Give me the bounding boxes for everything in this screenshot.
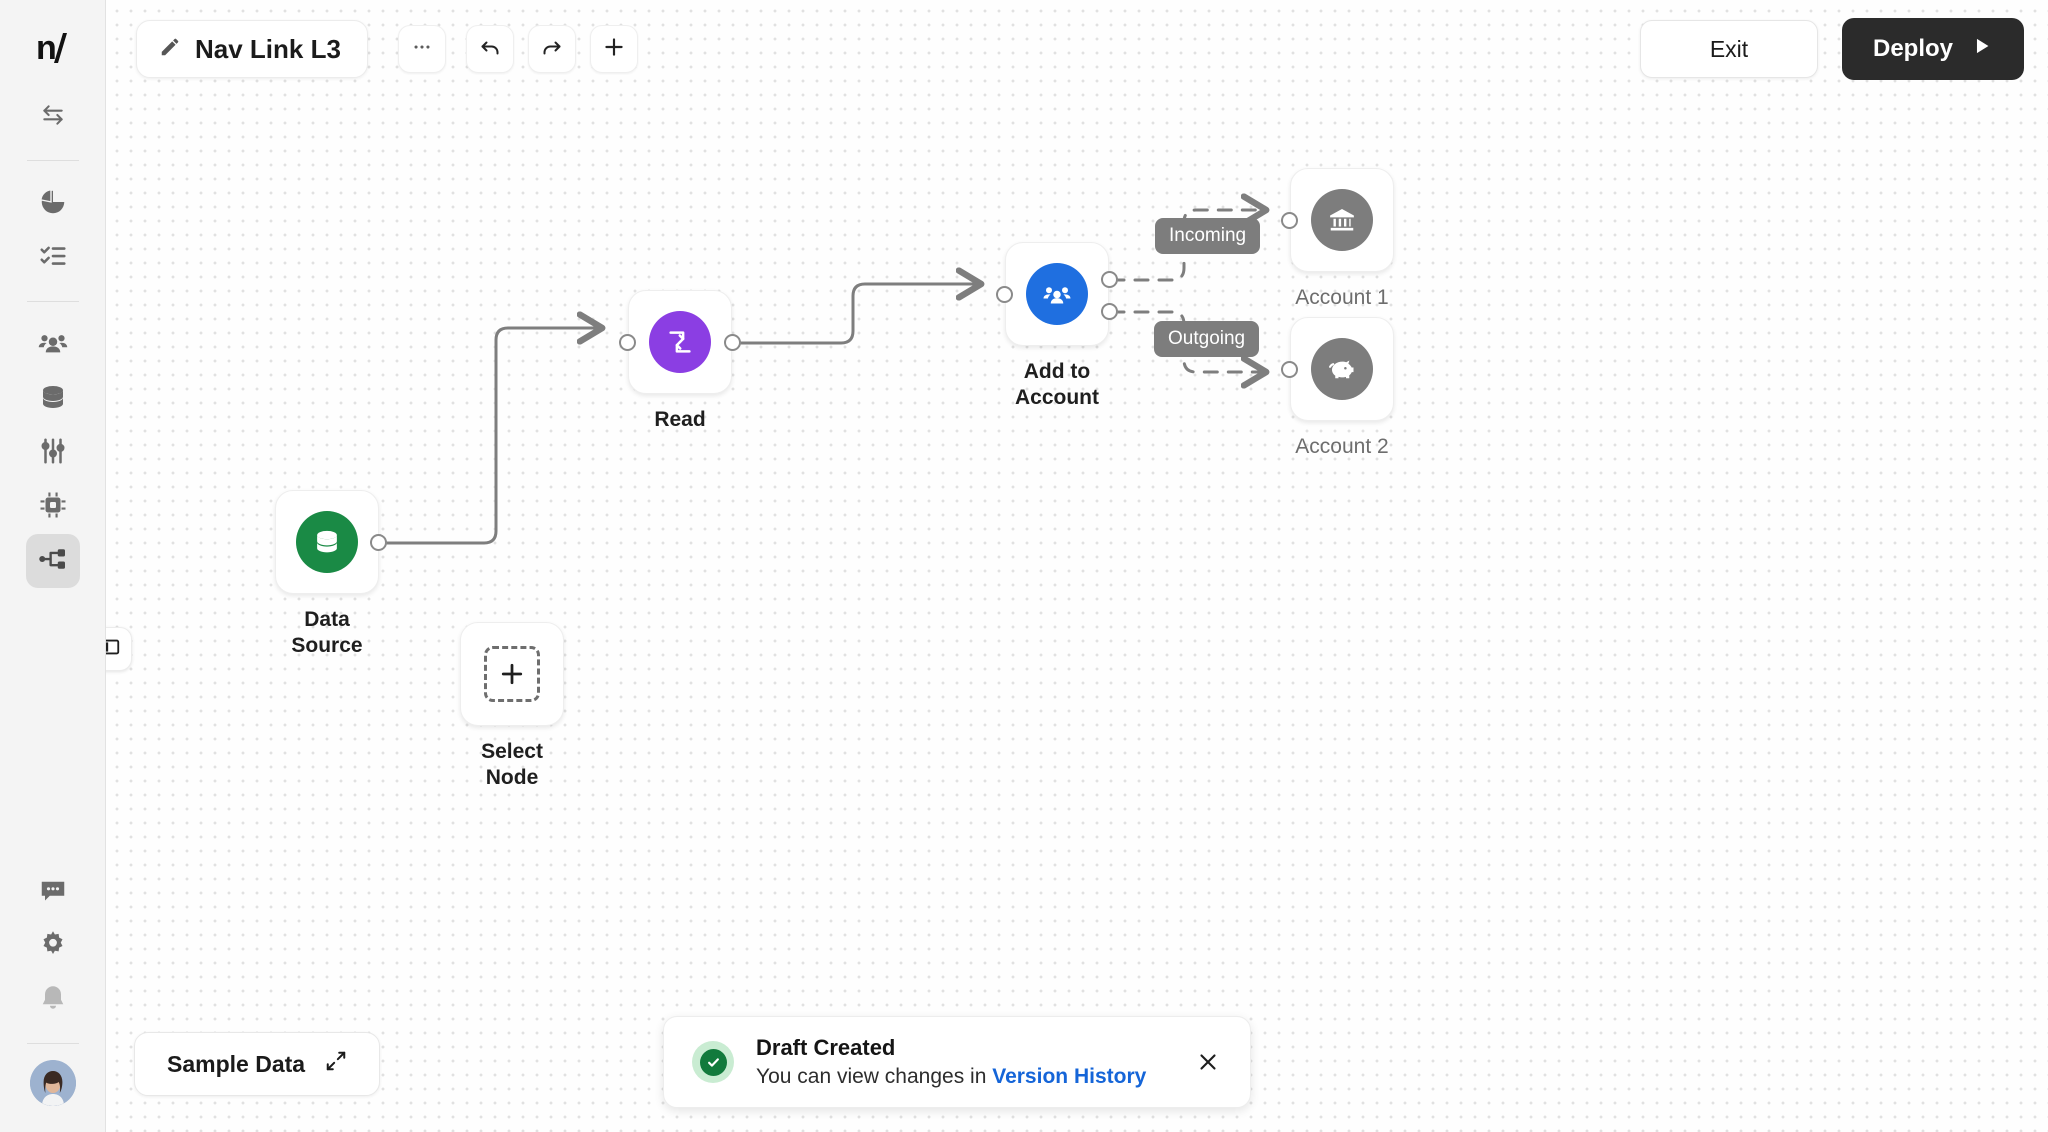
- sidebar-item-preferences[interactable]: [26, 919, 80, 973]
- more-options-button[interactable]: [397, 25, 446, 73]
- toast-notification: Draft Created You can view changes in Ve…: [663, 1016, 1251, 1108]
- toast-title: Draft Created: [756, 1035, 896, 1060]
- node-account-2-input-port[interactable]: [1281, 361, 1298, 378]
- chip-icon: [38, 490, 68, 525]
- sidebar-item-contacts[interactable]: [26, 318, 80, 372]
- page-title: Nav Link L3: [195, 33, 341, 64]
- sample-data-label: Sample Data: [167, 1050, 306, 1077]
- node-read-output-port[interactable]: [724, 334, 741, 351]
- top-toolbar: Nav Link L3: [106, 0, 2048, 98]
- app-logo[interactable]: n: [26, 22, 80, 76]
- deploy-button[interactable]: Deploy: [1842, 18, 2024, 80]
- avatar[interactable]: [29, 1060, 76, 1106]
- gear-icon: [38, 929, 68, 964]
- pie-chart-icon: [38, 187, 68, 222]
- chat-bubble-icon: [38, 875, 68, 910]
- sliders-icon: [38, 436, 68, 471]
- sample-data-button[interactable]: Sample Data: [134, 1032, 381, 1096]
- version-history-link[interactable]: Version History: [992, 1065, 1147, 1088]
- node-add-to-account-output-port-outgoing[interactable]: [1101, 303, 1118, 320]
- node-account-1[interactable]: Account 1: [1281, 168, 1417, 311]
- workflow-icon: [38, 544, 68, 579]
- plus-dashed-icon: [484, 646, 540, 702]
- node-add-to-account-card[interactable]: [1005, 242, 1109, 346]
- node-add-to-account-output-port-incoming[interactable]: [1101, 271, 1118, 288]
- node-data-source-card[interactable]: [275, 490, 379, 594]
- node-select-node-card[interactable]: [460, 622, 564, 726]
- edge-label-incoming: Incoming: [1155, 218, 1261, 254]
- check-circle-icon: [692, 1041, 734, 1083]
- toast-body: Draft Created You can view changes in Ve…: [756, 1035, 1168, 1089]
- add-node-button[interactable]: [589, 25, 638, 73]
- database-icon: [38, 382, 68, 417]
- sidebar-item-automation[interactable]: [26, 480, 80, 534]
- redo-button[interactable]: [527, 25, 576, 73]
- sidebar-item-tasks[interactable]: [26, 231, 80, 285]
- rail-divider-2: [26, 301, 79, 302]
- sidebar-item-data[interactable]: [26, 372, 80, 426]
- edge-label-outgoing: Outgoing: [1154, 321, 1260, 357]
- sync-arrows-icon: [649, 311, 711, 373]
- play-icon: [1971, 35, 1993, 64]
- checklist-icon: [38, 241, 68, 276]
- people-icon: [1026, 263, 1088, 325]
- bell-icon: [38, 983, 68, 1018]
- database-icon: [296, 511, 358, 573]
- panel-toggle-icon: [106, 636, 121, 663]
- deploy-button-label: Deploy: [1872, 35, 1953, 62]
- toast-message-prefix: You can view changes in: [756, 1065, 993, 1088]
- redo-icon: [540, 35, 564, 64]
- node-read[interactable]: Read: [619, 290, 755, 433]
- node-read-input-port[interactable]: [619, 334, 636, 351]
- toast-message: You can view changes in Version History: [756, 1065, 1168, 1089]
- expand-diagonal-icon: [325, 1050, 347, 1078]
- left-rail: n: [0, 0, 106, 1132]
- people-icon: [38, 328, 68, 363]
- node-account-1-input-port[interactable]: [1281, 212, 1298, 229]
- plus-icon: [601, 34, 627, 65]
- transfer-arrows-icon: [40, 102, 66, 133]
- node-read-label: Read: [654, 408, 706, 431]
- pencil-icon: [159, 36, 181, 63]
- undo-icon: [478, 35, 502, 64]
- sidebar-item-workflows[interactable]: [25, 534, 80, 588]
- sidebar-item-messages[interactable]: [26, 865, 80, 919]
- ellipsis-icon: [411, 36, 433, 63]
- sidebar-item-transfer[interactable]: [26, 90, 80, 144]
- sidebar-item-notifications[interactable]: [26, 973, 80, 1027]
- workflow-title-chip[interactable]: Nav Link L3: [136, 20, 368, 78]
- bank-icon: [1311, 189, 1373, 251]
- node-data-source-output-port[interactable]: [370, 534, 387, 551]
- node-account-2-card[interactable]: [1290, 317, 1394, 421]
- node-account-1-label: Account 1: [1295, 286, 1389, 309]
- panel-toggle-button[interactable]: [106, 627, 132, 671]
- undo-button[interactable]: [465, 25, 514, 73]
- node-read-card[interactable]: [628, 290, 732, 394]
- svg-text:n: n: [36, 29, 57, 67]
- close-icon[interactable]: [1190, 1044, 1226, 1080]
- exit-button[interactable]: Exit: [1640, 20, 1818, 78]
- sidebar-item-analytics[interactable]: [26, 177, 80, 231]
- piggy-bank-icon: [1311, 338, 1373, 400]
- sidebar-item-settings-sliders[interactable]: [26, 426, 80, 480]
- rail-divider-3: [26, 1043, 79, 1044]
- node-account-1-card[interactable]: [1290, 168, 1394, 272]
- node-add-to-account-input-port[interactable]: [996, 286, 1013, 303]
- node-account-2[interactable]: Account 2: [1281, 317, 1417, 460]
- node-account-2-label: Account 2: [1295, 435, 1389, 458]
- rail-divider-1: [26, 160, 79, 161]
